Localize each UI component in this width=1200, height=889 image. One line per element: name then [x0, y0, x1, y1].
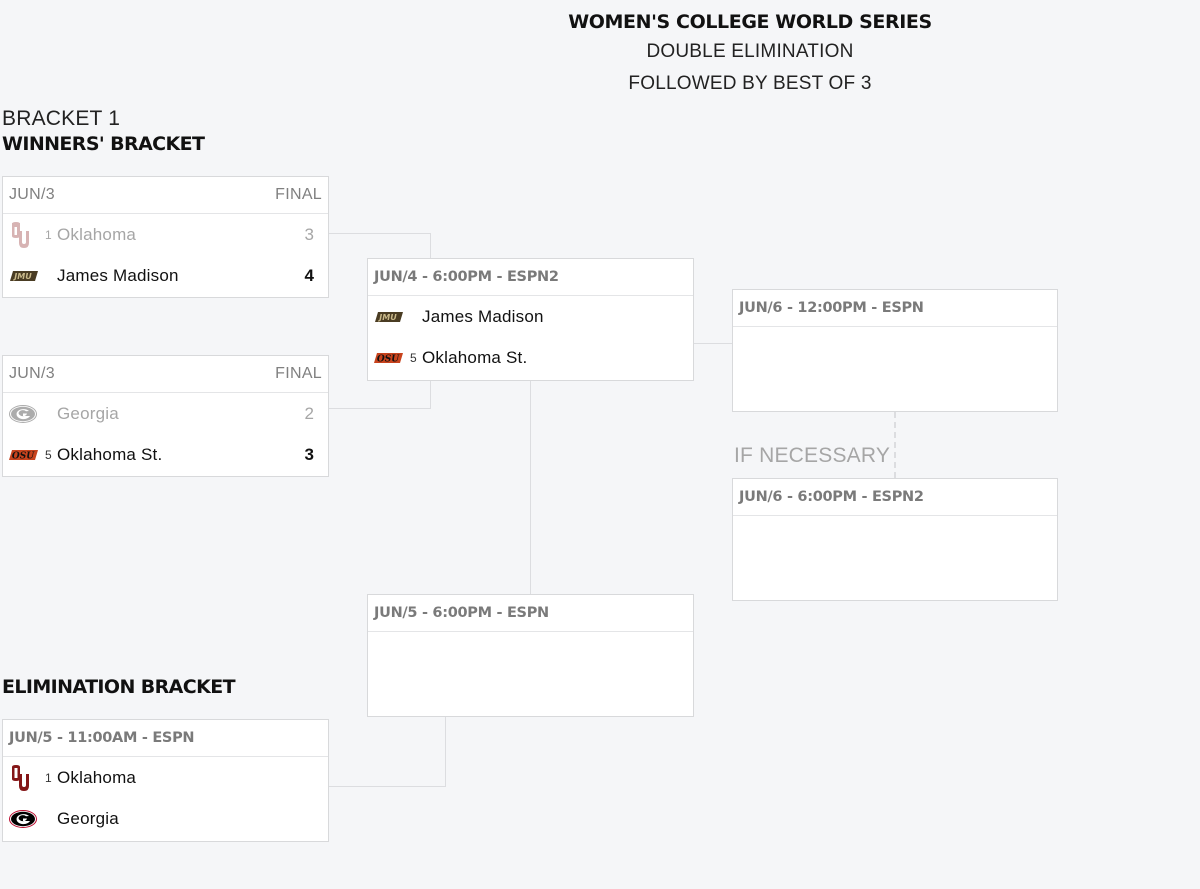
connector-g1-v: [430, 233, 431, 259]
bracket-label: BRACKET 1: [2, 107, 121, 130]
svg-text:JMU: JMU: [377, 313, 397, 322]
connector-g2-v: [430, 380, 431, 409]
jmu-logo-icon: JMU: [9, 261, 43, 291]
svg-text:OSU: OSU: [377, 354, 400, 364]
game-header: JUN/5 - 11:00AM - ESPN: [3, 720, 328, 757]
game-status: FINAL: [275, 365, 322, 382]
connector-g3-g6: [530, 380, 531, 595]
team-score: 3: [304, 444, 314, 464]
oklahoma-state-logo-icon: OSU: [374, 343, 408, 373]
team-row[interactable]: 1 Oklahoma: [3, 757, 328, 798]
oklahoma-logo-icon: [9, 763, 43, 793]
team-seed: 1: [45, 227, 52, 242]
oklahoma-logo-icon: [9, 220, 43, 250]
game-header: JUN/3 FINAL: [3, 356, 328, 393]
game-date: JUN/5 - 11:00AM - ESPN: [9, 730, 195, 746]
if-necessary-label: IF NECESSARY: [734, 444, 891, 467]
team-score: 4: [304, 265, 314, 285]
game-card-jun5-evening[interactable]: JUN/5 - 6:00PM - ESPN: [367, 594, 694, 717]
elimination-bracket-title: ELIMINATION BRACKET: [2, 676, 236, 698]
game-header: JUN/3 FINAL: [3, 177, 328, 214]
game-date: JUN/3: [9, 365, 55, 382]
game-card-jun3-oklahoma-jmu[interactable]: JUN/3 FINAL 1 Oklahoma 3 JMU James Madis…: [2, 176, 329, 298]
connector-g3-g4: [693, 343, 732, 344]
team-name: Oklahoma: [57, 224, 137, 244]
game-date: JUN/6 - 6:00PM - ESPN2: [739, 489, 924, 505]
team-name: Georgia: [57, 808, 119, 828]
team-seed: 1: [45, 770, 52, 785]
team-seed: 5: [45, 447, 52, 462]
team-name: Oklahoma: [57, 767, 137, 787]
georgia-logo-icon: [9, 804, 43, 834]
team-row[interactable]: Georgia 2: [3, 393, 328, 434]
team-row[interactable]: Georgia: [3, 798, 328, 839]
oklahoma-state-logo-icon: OSU: [9, 440, 43, 470]
svg-text:JMU: JMU: [12, 272, 32, 281]
jmu-logo-icon: JMU: [374, 302, 408, 332]
game-date: JUN/3: [9, 186, 55, 203]
team-row[interactable]: OSU 5 Oklahoma St. 3: [3, 434, 328, 475]
svg-text:OSU: OSU: [12, 451, 35, 461]
team-row[interactable]: JMU James Madison: [368, 296, 693, 337]
connector-if-necessary: [894, 412, 896, 478]
connector-g7: [328, 786, 446, 787]
team-row[interactable]: OSU 5 Oklahoma St.: [368, 337, 693, 378]
team-name: James Madison: [57, 265, 179, 285]
team-seed: 5: [410, 350, 417, 365]
game-header: JUN/6 - 12:00PM - ESPN: [733, 290, 1057, 327]
game-card-jun3-georgia-osu[interactable]: JUN/3 FINAL Georgia 2 OSU 5 Oklahoma St.…: [2, 355, 329, 477]
game-status: FINAL: [275, 186, 322, 203]
team-row[interactable]: 1 Oklahoma 3: [3, 214, 328, 255]
page-title: WOMEN'S COLLEGE WORLD SERIES: [568, 11, 932, 33]
winners-bracket-title: WINNERS' BRACKET: [2, 133, 205, 155]
connector-g2: [328, 408, 431, 409]
connector-g7-v: [445, 716, 446, 787]
game-card-jun4[interactable]: JUN/4 - 6:00PM - ESPN2 JMU James Madison…: [367, 258, 694, 381]
page-subtitle-format: DOUBLE ELIMINATION: [646, 41, 854, 62]
team-name: Oklahoma St.: [422, 347, 528, 367]
game-card-jun5-morning[interactable]: JUN/5 - 11:00AM - ESPN 1 Oklahoma Georgi…: [2, 719, 329, 842]
connector-g1: [328, 233, 431, 234]
team-score: 2: [304, 403, 314, 423]
team-name: Oklahoma St.: [57, 444, 163, 464]
team-score: 3: [304, 224, 314, 244]
page-subtitle-finals: FOLLOWED BY BEST OF 3: [628, 73, 872, 94]
game-date: JUN/4 - 6:00PM - ESPN2: [374, 269, 559, 285]
team-name: James Madison: [422, 306, 544, 326]
page-header: WOMEN'S COLLEGE WORLD SERIES DOUBLE ELIM…: [550, 8, 950, 100]
game-header: JUN/6 - 6:00PM - ESPN2: [733, 479, 1057, 516]
team-row[interactable]: JMU James Madison 4: [3, 255, 328, 296]
team-name: Georgia: [57, 403, 119, 423]
game-header: JUN/4 - 6:00PM - ESPN2: [368, 259, 693, 296]
game-header: JUN/5 - 6:00PM - ESPN: [368, 595, 693, 632]
game-card-jun6-noon[interactable]: JUN/6 - 12:00PM - ESPN: [732, 289, 1058, 412]
georgia-logo-icon: [9, 399, 43, 429]
game-date: JUN/5 - 6:00PM - ESPN: [374, 605, 549, 621]
game-date: JUN/6 - 12:00PM - ESPN: [739, 300, 924, 316]
game-card-jun6-evening[interactable]: JUN/6 - 6:00PM - ESPN2: [732, 478, 1058, 601]
